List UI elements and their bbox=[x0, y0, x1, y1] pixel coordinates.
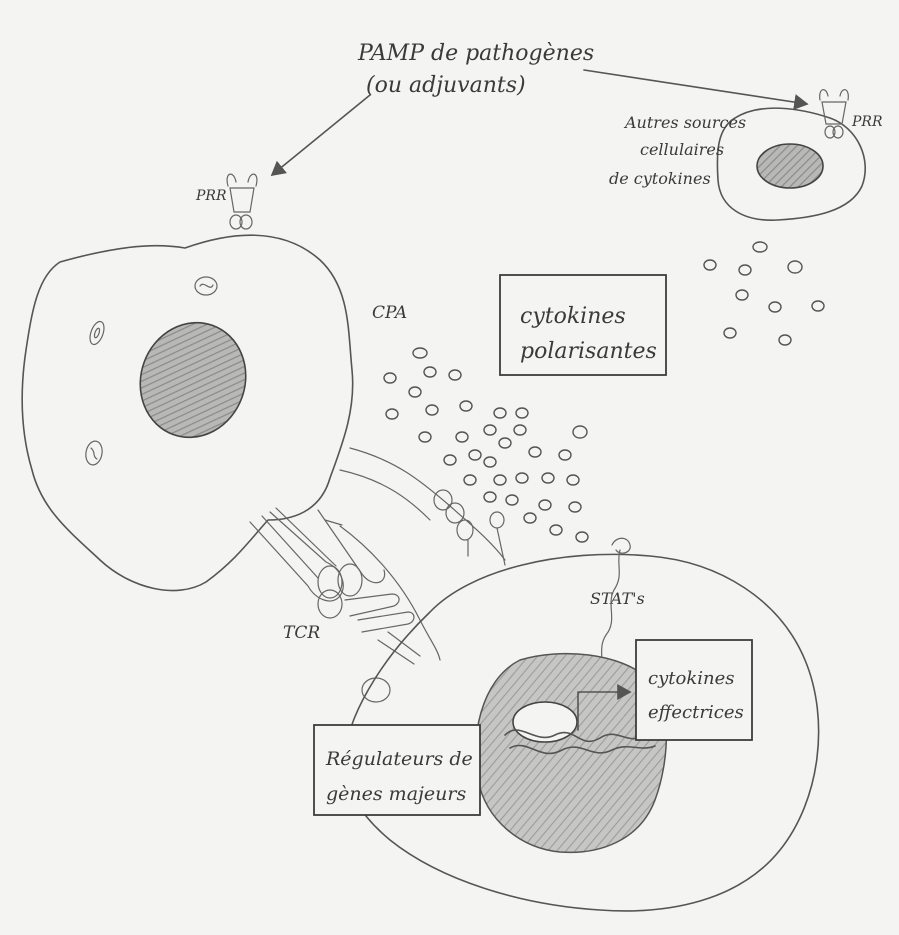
immune-synapse: TCR bbox=[250, 448, 505, 702]
effector-line1: cytokines bbox=[648, 668, 734, 689]
polarizing-cytokines-box: cytokines polarisantes bbox=[500, 275, 666, 375]
pamp-label-line1: PAMP de pathogènes bbox=[357, 41, 594, 66]
stats-label: STAT's bbox=[590, 589, 645, 608]
arrow-to-other-prr bbox=[584, 70, 807, 104]
polarizing-line2: polarisantes bbox=[520, 339, 657, 364]
prr-label-right: PRR bbox=[851, 114, 883, 130]
other-sources-line3: de cytokines bbox=[609, 169, 711, 188]
regulators-box: Régulateurs de gènes majeurs bbox=[314, 725, 480, 815]
polarizing-line1: cytokines bbox=[520, 304, 626, 329]
transcription-factor bbox=[513, 702, 577, 742]
effector-line2: effectrices bbox=[648, 702, 744, 723]
prr-label-left: PRR bbox=[195, 188, 227, 204]
other-sources-line2: cellulaires bbox=[640, 140, 724, 159]
regulators-line1: Régulateurs de bbox=[325, 748, 473, 770]
cpa-label: CPA bbox=[372, 303, 407, 323]
pamp-label-line2: (ou adjuvants) bbox=[366, 73, 526, 98]
pamp-label: PAMP de pathogènes (ou adjuvants) bbox=[357, 41, 594, 98]
prr-receptor-right bbox=[820, 90, 849, 138]
other-source-cell: Autres sources cellulaires de cytokines … bbox=[609, 90, 883, 221]
effector-cytokines-frame bbox=[636, 640, 752, 740]
prr-receptor-left bbox=[227, 174, 257, 229]
other-sources-line1: Autres sources bbox=[623, 113, 746, 132]
effector-cytokines-box: cytokines effectrices bbox=[636, 640, 752, 740]
other-source-cell-nucleus bbox=[757, 144, 823, 188]
apc-cell: PRR CPA bbox=[22, 174, 407, 590]
regulators-line2: gènes majeurs bbox=[326, 783, 466, 805]
cytokine-receptor bbox=[612, 538, 630, 553]
apc-nucleus bbox=[124, 308, 261, 453]
arrow-to-cpa-prr bbox=[272, 95, 370, 175]
tcr-label: TCR bbox=[283, 623, 320, 643]
